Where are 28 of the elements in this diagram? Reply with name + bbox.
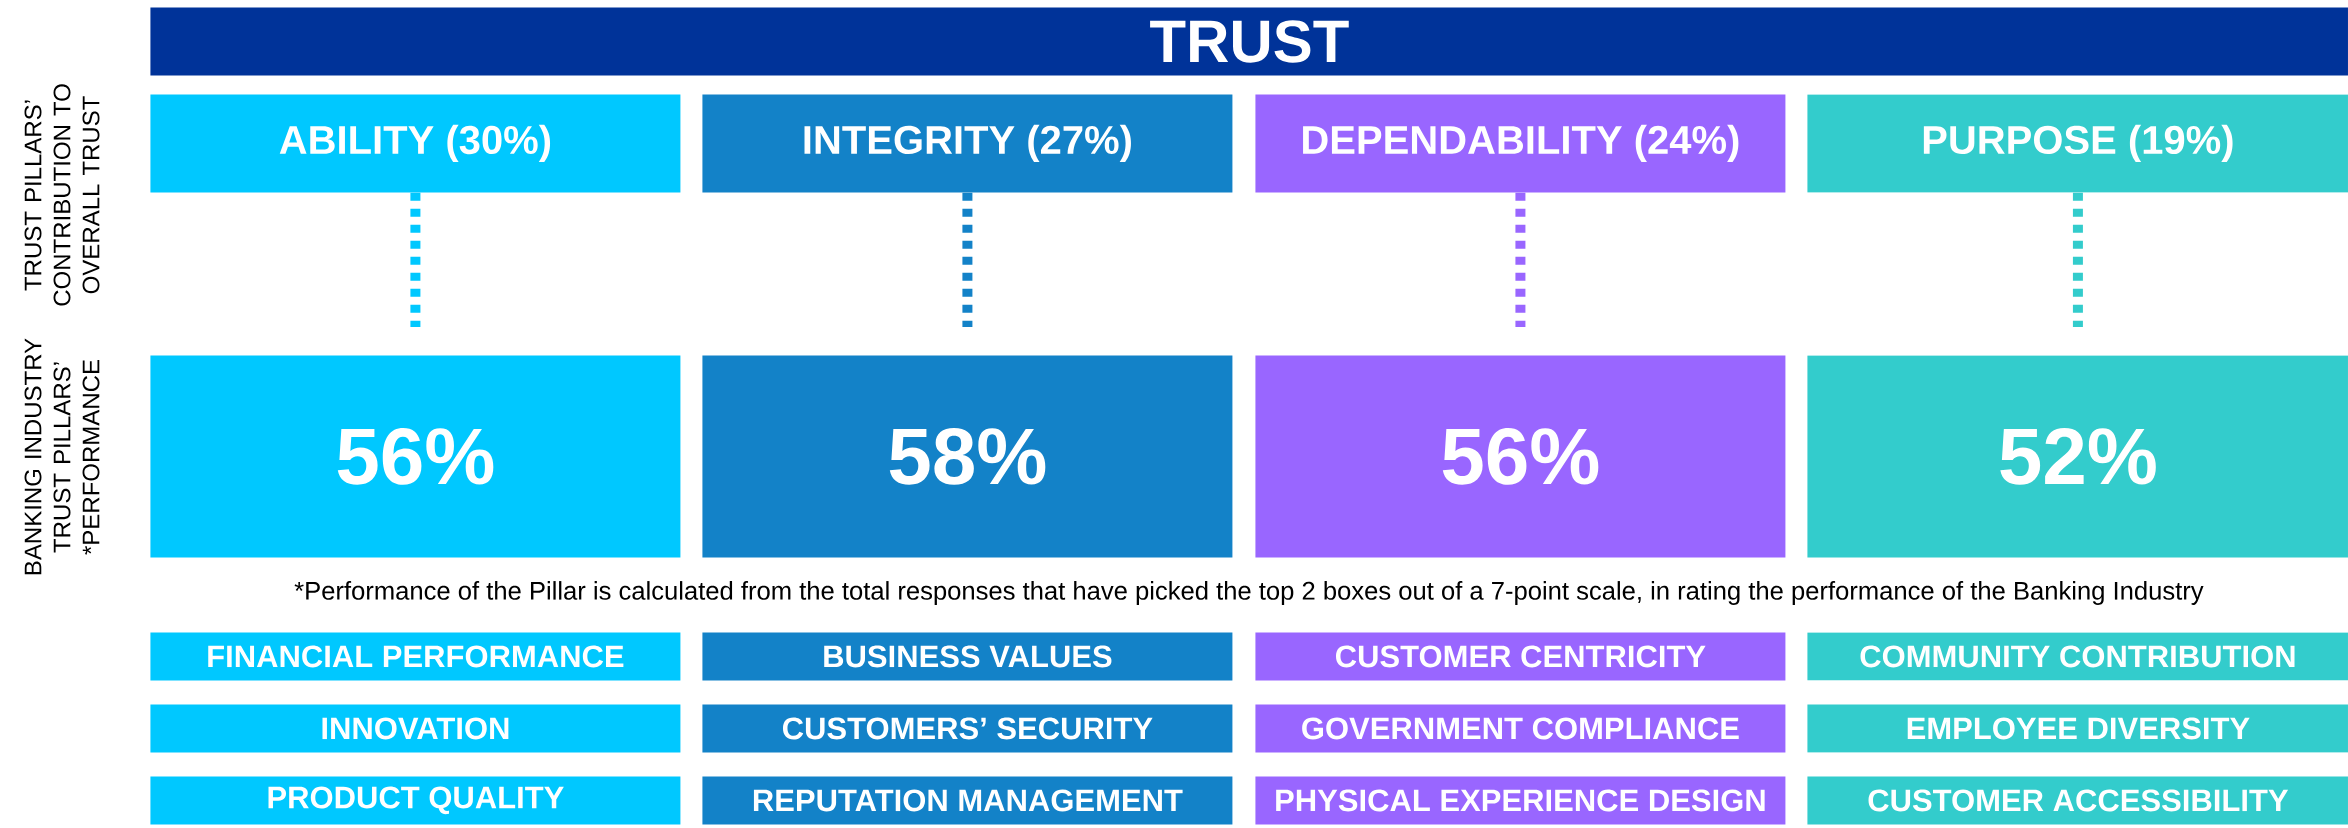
attribute-box: REPUTATION MANAGEMENT [702, 776, 1233, 825]
attribute-box: PHYSICAL EXPERIENCE DESIGN [1255, 776, 1786, 825]
attribute-box: BUSINESS VALUES [702, 632, 1233, 681]
footnote: *Performance of the Pillar is calculated from the total responses that have picked the top 2 boxes out of a 7-point scale, in rating the performance of the Banking Industry [294, 581, 2204, 605]
attribute-box: FINANCIAL PERFORMANCE [150, 632, 681, 681]
attribute-box: CUSTOMERS’ SECURITY [702, 704, 1233, 753]
dotted-connector [962, 192, 973, 327]
attribute-box: PRODUCT QUALITY [150, 776, 681, 825]
pillar-box: INTEGRITY (27%) [702, 94, 1233, 193]
attribute-box: EMPLOYEE DIVERSITY [1807, 704, 2348, 753]
attribute-box: INNOVATION [150, 704, 681, 753]
pillar-box: PURPOSE (19%) [1807, 94, 2348, 193]
dotted-connector [1515, 192, 1526, 327]
attribute-box: CUSTOMER CENTRICITY [1255, 632, 1786, 681]
pillar-box: ABILITY (30%) [150, 94, 681, 193]
attribute-box: GOVERNMENT COMPLIANCE [1255, 704, 1786, 753]
score-box: 56% [150, 355, 681, 558]
score-box: 52% [1807, 355, 2348, 558]
axis-label: BANKING INDUSTRY TRUST PILLARS’ *PERFORMANCE [24, 338, 100, 575]
axis-label: TRUST PILLARS’ CONTRIBUTION TO OVERALL TRUST [24, 84, 100, 306]
dotted-connector [2072, 192, 2083, 327]
score-box: 58% [702, 355, 1233, 558]
score-box: 56% [1255, 355, 1786, 558]
title-bar: TRUST [150, 7, 2348, 76]
attribute-box: CUSTOMER ACCESSIBILITY [1807, 776, 2348, 825]
dotted-connector [410, 192, 421, 327]
attribute-box: COMMUNITY CONTRIBUTION [1807, 632, 2348, 681]
pillar-box: DEPENDABILITY (24%) [1255, 94, 1786, 193]
